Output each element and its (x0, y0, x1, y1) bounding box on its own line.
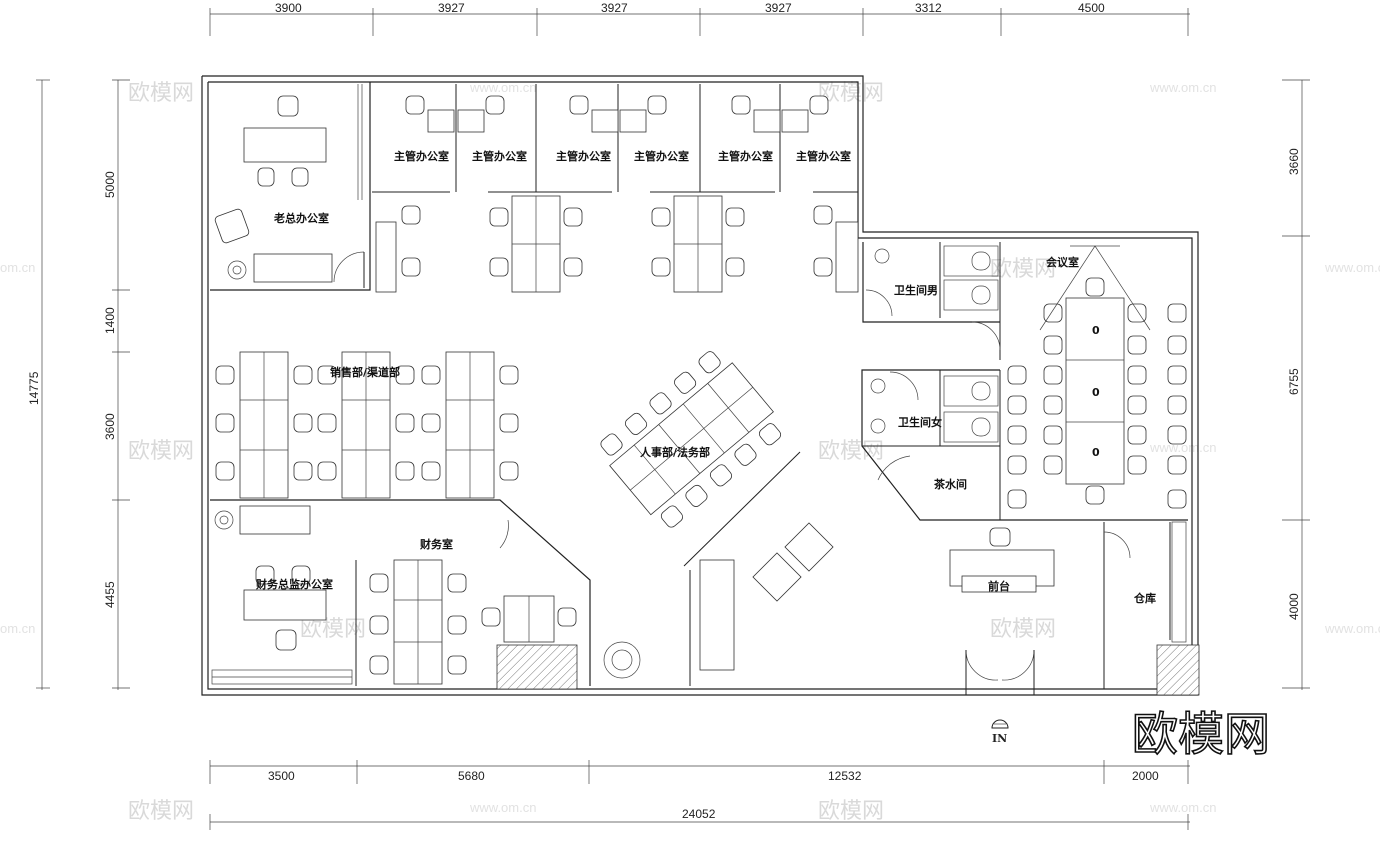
watermark-url: www.om.cn (1324, 621, 1380, 636)
watermark-brand: 欧模网 (128, 81, 194, 106)
label-manager-office-6: 主管办公室 (796, 149, 851, 163)
watermark-url: om.cn (0, 260, 35, 275)
manager-offices-furniture (405, 95, 829, 133)
dim-top-3: 3927 (601, 1, 628, 15)
label-finance-director: 财务总监办公室 (255, 577, 333, 591)
dim-top-5: 3312 (915, 1, 942, 15)
entrance-label: IN (992, 732, 1007, 745)
watermark-url: om.cn (0, 621, 35, 636)
building-walls (201, 75, 1200, 696)
meeting-room-furniture: 0 0 0 (1007, 245, 1187, 509)
lounge-furniture (603, 451, 834, 686)
label-manager-office-3: 主管办公室 (556, 149, 611, 163)
dim-right-2: 6755 (1287, 368, 1301, 395)
label-manager-office-5: 主管办公室 (718, 149, 773, 163)
dim-bottom-3: 12532 (828, 769, 862, 783)
label-reception: 前台 (988, 579, 1010, 593)
dim-bottom-2: 5680 (458, 769, 485, 783)
dimension-labels: 3900 3927 3927 3927 3312 4500 3500 5680 … (27, 1, 1301, 821)
watermark-url: www.om.cn (1149, 80, 1216, 95)
watermark-brand: 欧模网 (990, 257, 1056, 282)
watermark-brand: 欧模网 (300, 617, 366, 642)
sales-workstations (215, 351, 519, 499)
meeting-table-mark: 0 (1092, 446, 1100, 459)
watermark-brand: 欧模网 (128, 439, 194, 464)
meeting-table-mark: 0 (1092, 386, 1100, 399)
dim-bottom-4: 2000 (1132, 769, 1159, 783)
label-manager-office-2: 主管办公室 (472, 149, 527, 163)
reception-furniture (949, 527, 1055, 593)
watermark-url: www.om.cn (469, 80, 536, 95)
watermark-url: www.om.cn (1324, 260, 1380, 275)
label-tea-room: 茶水间 (933, 477, 967, 491)
meeting-table-mark: 0 (1092, 324, 1100, 337)
watermark-url: www.om.cn (1149, 440, 1216, 455)
watermarks: 欧模网 欧模网 www.om.cn www.om.cn om.cn 欧模网 ww… (0, 80, 1380, 824)
label-manager-office-4: 主管办公室 (634, 149, 689, 163)
entrance-marker: IN (991, 719, 1009, 745)
label-hr-legal: 人事部/法务部 (640, 445, 710, 459)
label-ceo-office: 老总办公室 (273, 211, 329, 225)
room-labels: 老总办公室 主管办公室 主管办公室 主管办公室 主管办公室 主管办公室 主管办公… (255, 149, 1156, 605)
label-storage: 仓库 (1133, 591, 1156, 605)
dim-bottom-1: 3500 (268, 769, 295, 783)
finance-furniture (214, 505, 577, 685)
watermark-brand: 欧模网 (818, 439, 884, 464)
restroom-fixtures (870, 245, 999, 443)
watermark-brand: 欧模网 (128, 799, 194, 824)
dim-top-6: 4500 (1078, 1, 1105, 15)
watermark-url: www.om.cn (1149, 800, 1216, 815)
label-finance-room: 财务室 (419, 537, 453, 551)
dimension-lines (36, 8, 1310, 830)
label-sales-dept: 销售部/渠道部 (330, 365, 400, 379)
dim-top-2: 3927 (438, 1, 465, 15)
watermark-brand: 欧模网 (990, 617, 1056, 642)
dim-left-3: 3600 (103, 413, 117, 440)
dim-right-1: 3660 (1287, 148, 1301, 175)
watermark-url: www.om.cn (469, 800, 536, 815)
watermark-brand: 欧模网 (818, 81, 884, 106)
brand-logo: 欧模网 (1132, 707, 1270, 761)
dim-top-1: 3900 (275, 1, 302, 15)
label-meeting-room: 会议室 (1046, 255, 1079, 269)
dim-right-3: 4000 (1287, 593, 1301, 620)
dim-top-4: 3927 (765, 1, 792, 15)
watermark-brand: 欧模网 (818, 799, 884, 824)
label-restroom-women: 卫生间女 (898, 415, 942, 429)
dim-left-4: 4455 (103, 581, 117, 608)
workstations-top (375, 195, 859, 293)
dim-bottom-total: 24052 (682, 807, 716, 821)
label-restroom-men: 卫生间男 (894, 283, 938, 297)
ceo-office-furniture (214, 95, 333, 283)
dim-left-2: 1400 (103, 307, 117, 334)
dim-left-total: 14775 (27, 371, 41, 405)
hr-legal-workstations (600, 351, 782, 528)
dim-left-1: 5000 (103, 171, 117, 198)
label-manager-office-1: 主管办公室 (394, 149, 449, 163)
doors (333, 251, 1131, 695)
